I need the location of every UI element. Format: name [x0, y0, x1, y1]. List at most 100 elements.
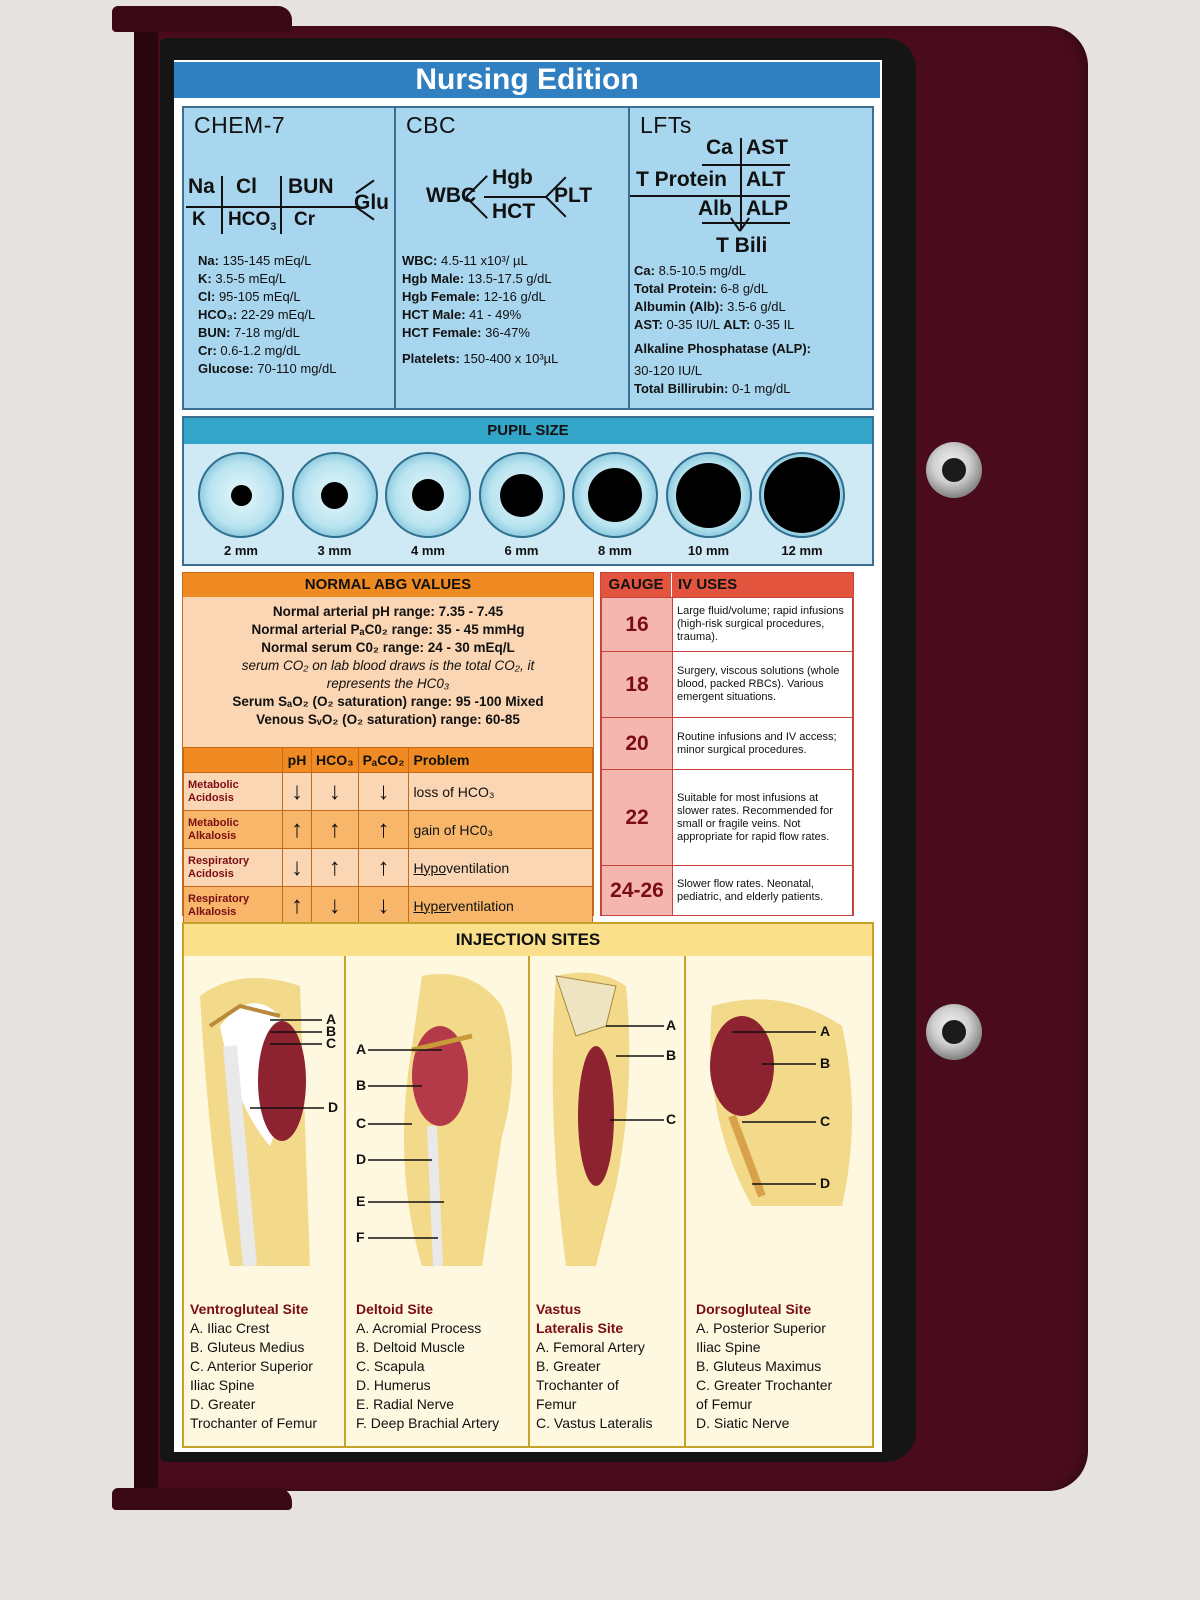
- iv-gauge: 18: [601, 651, 673, 718]
- lab-value: Glucose: 70-110 mg/dL: [198, 361, 337, 376]
- table-row: Metabolic Alkalosis ↑ ↑ ↑ gain of HC0₃: [183, 810, 593, 849]
- abg-sao2: Serum SₐO₂ (O₂ saturation) range: 95 -10…: [232, 694, 544, 709]
- abg-table: pH HCO₃ PₐCO₂ Problem Metabolic Acidosis…: [183, 747, 593, 925]
- chem7-panel: CHEM-7 Na Cl BUN K HCO3 Cr Glu Na: 135-1…: [184, 108, 396, 408]
- pupil-dot: [764, 457, 840, 533]
- svg-text:B: B: [356, 1077, 366, 1093]
- svg-text:B: B: [326, 1023, 336, 1039]
- iv-uses-heading: IV USES: [672, 573, 853, 597]
- lab-value: WBC: 4.5-11 x10³/ µL: [402, 253, 528, 268]
- pupil-dot: [412, 479, 444, 511]
- iv-gauge: 16: [601, 597, 673, 652]
- svg-text:C: C: [820, 1113, 830, 1129]
- cbc-hgb: Hgb: [492, 166, 533, 189]
- arrow-down-icon: ↓: [282, 772, 312, 811]
- arrow-down-icon: ↓: [357, 886, 410, 925]
- iv-use: Routine infusions and IV access; minor s…: [672, 717, 853, 770]
- lfts-alt: ALT: [746, 168, 786, 191]
- table-row: Respiratory Acidosis ↓ ↑ ↑ Hypoventilati…: [183, 848, 593, 887]
- lab-value: Total Billirubin: 0-1 mg/dL: [634, 381, 791, 396]
- page-title: Nursing Edition: [174, 62, 880, 98]
- lab-panels: CHEM-7 Na Cl BUN K HCO3 Cr Glu Na: 135-1…: [182, 106, 874, 410]
- lab-value: Platelets: 150-400 x 10³µL: [402, 351, 559, 366]
- pupil-circle: [759, 452, 845, 538]
- vastus-lateralis-illustration: A B C: [552, 972, 676, 1266]
- deltoid-site: A B C D E F Deltoid Site A. Acromial Pro…: [346, 956, 530, 1446]
- lab-value: Total Protein: 6-8 g/dL: [634, 281, 769, 296]
- abg-panel: NORMAL ABG VALUES Normal arterial pH ran…: [182, 572, 594, 925]
- ventrogluteal-site: A B C D Ventrogluteal Site A. Iliac Cres…: [184, 956, 346, 1446]
- lab-value: AST: 0-35 IU/L ALT: 0-35 IL: [634, 317, 795, 332]
- abg-row-label: Respiratory Acidosis: [183, 848, 283, 887]
- pupil-circle: [572, 452, 658, 538]
- svg-text:D: D: [820, 1175, 830, 1191]
- lfts-alb: Alb: [698, 197, 732, 220]
- abg-col-problem: Problem: [408, 747, 593, 773]
- svg-text:C: C: [326, 1035, 336, 1051]
- pupil-size-label: 3 mm: [317, 543, 352, 558]
- abg-problem: Hyperventilation: [408, 886, 593, 925]
- abg-pco2: Normal arterial PₐC0₂ range: 35 - 45 mmH…: [251, 622, 525, 637]
- abg-col-hco3: HCO₃: [311, 747, 359, 773]
- svg-text:B: B: [820, 1055, 830, 1071]
- lab-value: Albumin (Alb): 3.5-6 g/dL: [634, 299, 786, 314]
- chem7-cr: Cr: [294, 209, 316, 230]
- lfts-ast: AST: [746, 136, 788, 159]
- pupil-circle: [665, 452, 752, 538]
- abg-row-label: Metabolic Acidosis: [183, 772, 283, 811]
- rivet-icon: [926, 1004, 982, 1060]
- cbc-values: WBC: 4.5-11 x10³/ µL Hgb Male: 13.5-17.5 …: [402, 252, 558, 368]
- chem7-glu: Glu: [354, 191, 389, 214]
- lfts-panel: LFTs Ca AST T Protein ALT Alb ALP T Bili…: [630, 108, 874, 408]
- pupil-dot: [321, 481, 348, 509]
- lab-value: HCO₃: 22-29 mEq/L: [198, 307, 316, 322]
- abg-row-label: Metabolic Alkalosis: [183, 810, 283, 849]
- abg-venous: Venous SᵥO₂ (O₂ saturation) range: 60-85: [256, 712, 520, 727]
- abg-ph: Normal arterial pH range: 7.35 - 7.45: [272, 604, 504, 619]
- lab-value: Ca: 8.5-10.5 mg/dL: [634, 263, 747, 278]
- dorsogluteal-illustration: A B C D: [710, 999, 852, 1206]
- pupil-circle: [198, 452, 284, 538]
- iv-use: Surgery, viscous solutions (whole blood,…: [672, 651, 853, 718]
- pupil-size-label: 12 mm: [781, 543, 823, 558]
- lab-value: Cl: 95-105 mEq/L: [198, 289, 301, 304]
- abg-problem: Hypoventilation: [408, 848, 593, 887]
- abg-normal-values: Normal arterial pH range: 7.35 - 7.45 No…: [183, 603, 593, 729]
- cbc-panel: CBC WBC Hgb HCT PLT WBC: 4.5-11 x10³/ µL…: [396, 108, 630, 408]
- pupil-dot: [588, 468, 642, 522]
- table-row: Metabolic Acidosis ↓ ↓ ↓ loss of HCO₃: [183, 772, 593, 811]
- lfts-alp: ALP: [746, 197, 788, 220]
- svg-text:A: A: [666, 1017, 676, 1033]
- arrow-up-icon: ↑: [282, 886, 312, 925]
- svg-text:C: C: [666, 1111, 676, 1127]
- clipboard-hinge-bottom: [112, 1488, 292, 1510]
- lab-value: Hgb Male: 13.5-17.5 g/dL: [402, 271, 552, 286]
- abg-serum-co2: Normal serum C0₂ range: 24 - 30 mEq/L: [261, 640, 515, 655]
- lfts-values: Ca: 8.5-10.5 mg/dL Total Protein: 6-8 g/d…: [634, 262, 811, 398]
- chem7-heading: CHEM-7: [194, 112, 286, 138]
- lfts-ca: Ca: [706, 136, 733, 159]
- cbc-hct: HCT: [492, 200, 536, 223]
- arrow-up-icon: ↑: [282, 810, 312, 849]
- svg-text:A: A: [326, 1011, 336, 1027]
- iv-gauge-heading: GAUGE: [601, 573, 671, 597]
- cbc-wbc: WBC: [426, 184, 477, 207]
- dorsogluteal-site: A B C D Dorsogluteal Site A. Posterior S…: [686, 956, 872, 1446]
- pupil-circle: [478, 452, 565, 538]
- pupil-heading: PUPIL SIZE: [184, 418, 872, 444]
- arrow-down-icon: ↓: [311, 772, 359, 811]
- cbc-heading: CBC: [406, 112, 457, 138]
- pupil-dot: [230, 484, 252, 506]
- iv-gauge: 22: [601, 769, 673, 866]
- abg-note: represents the HC0₃: [326, 676, 450, 691]
- arrow-up-icon: ↑: [357, 810, 410, 849]
- arrow-up-icon: ↑: [357, 848, 410, 887]
- chem7-na: Na: [188, 175, 215, 198]
- iv-use: Suitable for most infusions at slower ra…: [672, 769, 853, 866]
